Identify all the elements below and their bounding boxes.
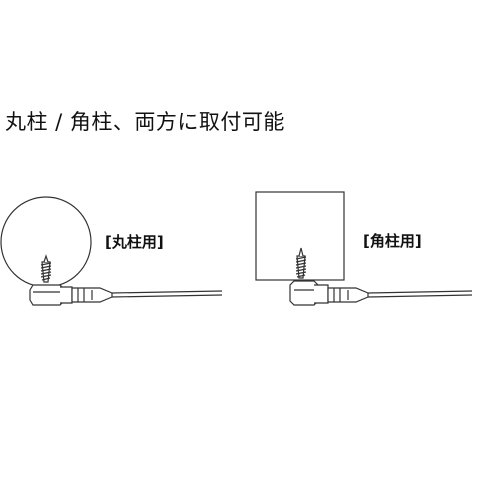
round-pillar-label: [丸柱用] [105, 233, 164, 251]
round-wire-bottom [111, 294, 223, 298]
square-wire-bottom [367, 294, 473, 298]
round-wire-top [111, 290, 223, 294]
square-wire-top [367, 290, 473, 294]
square-pillar-group [255, 191, 473, 306]
round-screw [40, 254, 52, 283]
square-clamp [289, 280, 369, 306]
square-pillar-label: [角柱用] [363, 232, 422, 250]
round-clamp [29, 284, 113, 306]
headline: 丸柱 / 角柱、両方に取付可能 [5, 110, 285, 134]
round-pillar-group [0, 196, 223, 306]
square-screw [295, 247, 307, 279]
